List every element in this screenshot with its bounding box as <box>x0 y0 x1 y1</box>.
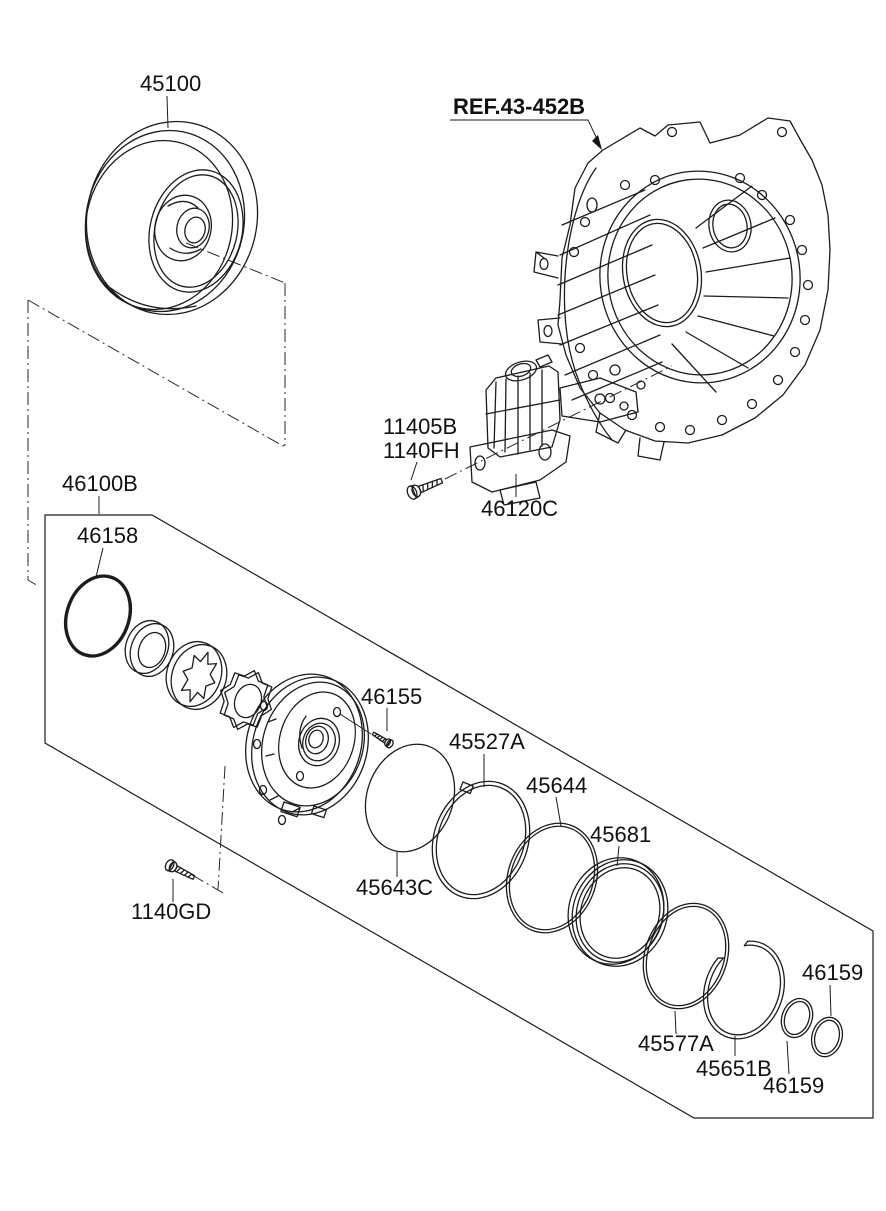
leader-46159-lower <box>787 1041 789 1074</box>
oil-pump-motor-drawing <box>470 355 638 505</box>
callout-46158: 46158 <box>77 523 138 548</box>
callout-45577a: 45577A <box>638 1031 714 1056</box>
callout-46155: 46155 <box>361 684 422 709</box>
callout-46159-upper: 46159 <box>802 960 863 985</box>
transaxle-case-drawing <box>534 118 830 460</box>
torque-converter-drawing <box>69 105 276 330</box>
phantom-plane-left-edge <box>28 300 38 586</box>
ring-45643c-drawing <box>351 732 469 865</box>
pump-bolt-axis-line <box>445 366 672 479</box>
ring-45577a-drawing <box>629 891 743 1021</box>
o-ring-46158-drawing <box>55 567 141 665</box>
bolt-1140gd-drawing <box>163 857 198 884</box>
callout-45527a: 45527A <box>449 729 525 754</box>
inner-rotor-gear-drawing <box>157 634 235 717</box>
leader-ref-arrowhead <box>592 135 602 150</box>
phantom-plane-bottom-edge <box>28 300 283 446</box>
callout-46100b: 46100B <box>62 471 138 496</box>
ring-45527a-drawing <box>416 768 545 913</box>
leader-45577a <box>675 1011 676 1034</box>
callout-ref-43-452b[interactable]: REF.43-452B <box>453 94 585 119</box>
case-bolt-holes <box>570 128 813 435</box>
snap-ring-45651b-drawing <box>690 930 797 1051</box>
kit-bolt-axis-line <box>192 766 225 894</box>
oil-pump-kit-outline-box <box>45 515 873 1118</box>
callout-45651b: 45651B <box>696 1056 772 1081</box>
leader-45681 <box>617 846 619 866</box>
leader-46159-upper <box>830 985 831 1016</box>
ring-45644-drawing <box>492 810 613 945</box>
leader-ref <box>450 120 598 141</box>
callout-45644: 45644 <box>526 773 587 798</box>
seal-ring-46159-upper-drawing <box>776 994 818 1042</box>
leader-46158 <box>96 548 103 577</box>
callouts: 45100 REF.43-452B 11405B 1140FH 46120C 4… <box>62 71 863 1098</box>
leader-lines <box>96 96 831 1074</box>
phantom-lines <box>28 243 672 894</box>
callout-45643c: 45643C <box>356 875 433 900</box>
leader-11405b <box>411 462 417 480</box>
callout-45100: 45100 <box>140 71 201 96</box>
callout-45681: 45681 <box>590 822 651 847</box>
callout-1140gd: 1140GD <box>131 899 211 924</box>
callout-46159-lower: 46159 <box>763 1073 824 1098</box>
seal-ring-46159-lower-drawing <box>807 1014 847 1061</box>
leader-45644 <box>556 797 561 826</box>
bolt-46155-drawing <box>370 729 395 750</box>
callout-46120c: 46120C <box>481 496 558 521</box>
phantom-plane-right-edge <box>283 283 285 446</box>
oil-pump-cover-assembly-drawing <box>228 659 386 830</box>
callout-1140fh: 1140FH <box>383 438 460 463</box>
callout-11405b: 11405B <box>383 414 457 439</box>
leader-45100 <box>167 96 168 128</box>
ring-45681-drawing <box>553 844 682 980</box>
